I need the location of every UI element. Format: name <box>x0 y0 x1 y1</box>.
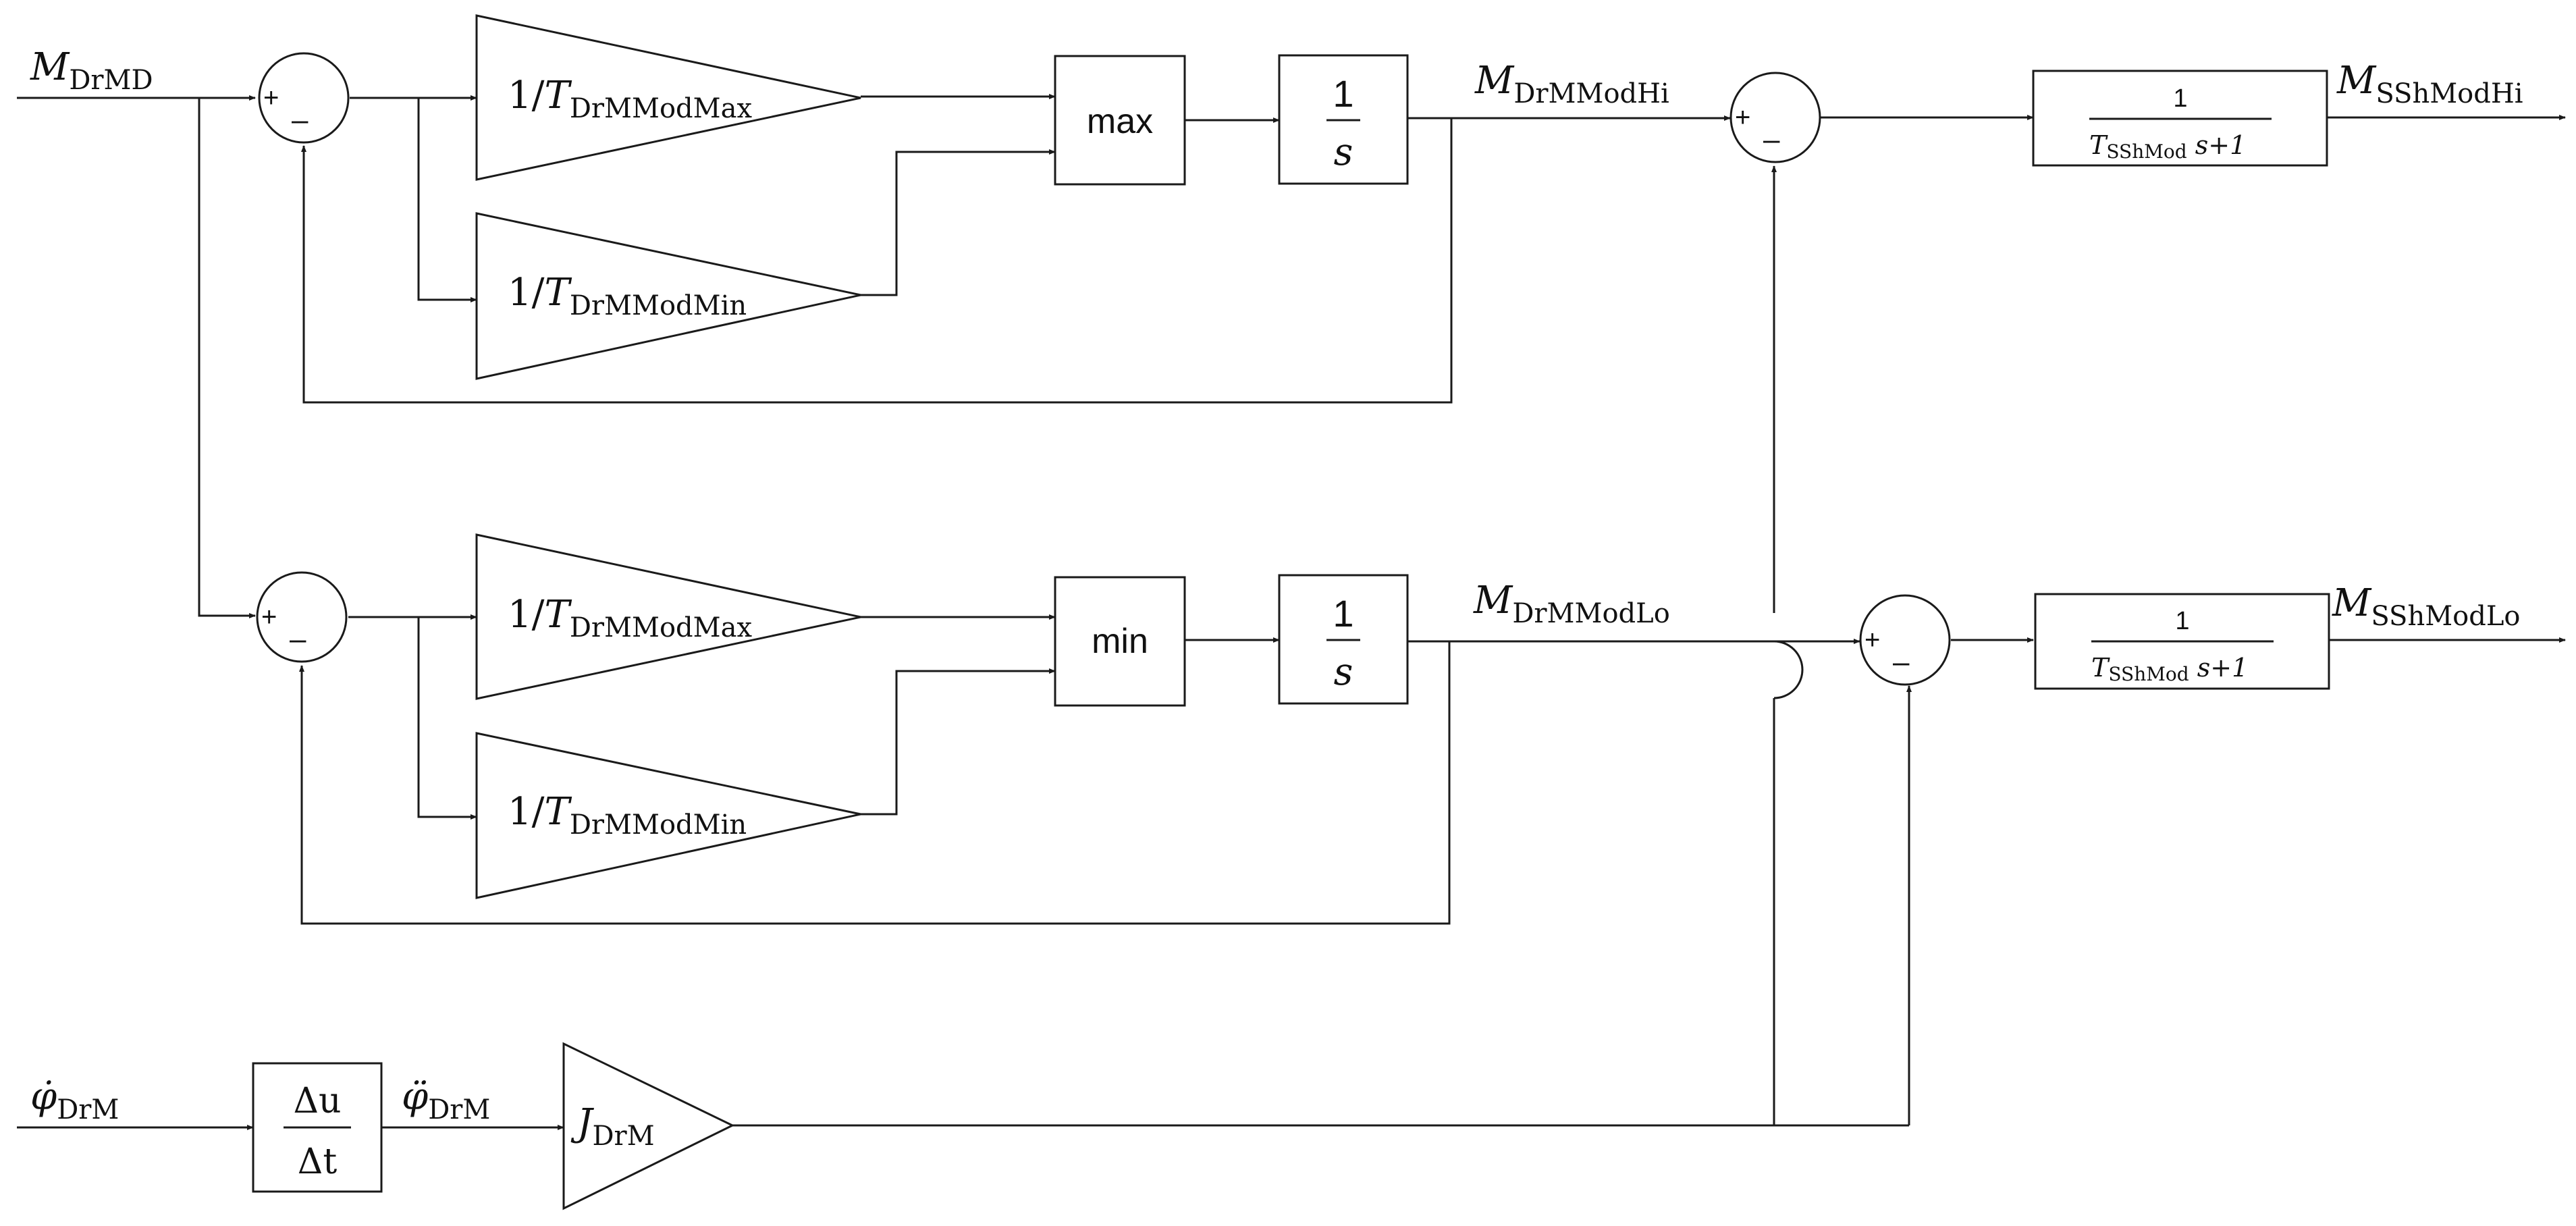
svg-text:+: + <box>263 83 279 113</box>
gain-inv-t-max-top: 1/TDrMModMax <box>475 14 861 181</box>
svg-text:1/TDrMModMin: 1/TDrMModMin <box>508 271 747 321</box>
svg-text:1: 1 <box>2175 607 2189 635</box>
svg-text:1: 1 <box>1333 72 1353 115</box>
svg-text:Δt: Δt <box>298 1142 338 1182</box>
svg-text:1/TDrMModMin: 1/TDrMModMin <box>508 790 747 841</box>
svg-text:s: s <box>1334 130 1353 174</box>
differentiator-block: Δu Δt <box>252 1062 383 1193</box>
gain-inv-t-max-middle: 1/TDrMModMax <box>475 533 861 700</box>
svg-text:1: 1 <box>1333 592 1353 635</box>
svg-text:TSShMod s+1: TSShMod s+1 <box>2089 130 2246 163</box>
min-block: min <box>1054 576 1186 707</box>
label-m-drmd: MDrMD <box>30 45 153 96</box>
svg-text:JDrM: JDrM <box>570 1101 655 1152</box>
integrator-block-top: 1 s <box>1278 54 1409 185</box>
summing-junction-top: + – <box>258 52 350 144</box>
svg-text:s: s <box>1334 650 1353 694</box>
svg-text:1/TDrMModMax: 1/TDrMModMax <box>508 593 752 643</box>
gain-inv-t-min-top: 1/TDrMModMin <box>475 212 861 380</box>
svg-text:Δu: Δu <box>293 1081 341 1121</box>
summing-junction-middle: + – <box>256 571 348 663</box>
svg-text:TSShMod s+1: TSShMod s+1 <box>2091 653 2248 685</box>
pt1-block-lo: 1 TSShMod s+1 <box>2034 593 2330 690</box>
signal-wires <box>17 94 2566 1130</box>
pt1-block-hi: 1 TSShMod s+1 <box>2032 70 2328 167</box>
label-m-drmmodhi: MDrMModHi <box>1474 59 1669 109</box>
svg-text:min: min <box>1092 622 1148 661</box>
svg-text:+: + <box>1864 625 1880 655</box>
max-block: max <box>1054 55 1186 186</box>
summing-junction-lo: + – <box>1859 594 1951 686</box>
summing-junction-hi: + – <box>1729 72 1821 163</box>
label-m-drmmodlo: MDrMModLo <box>1473 579 1670 629</box>
gain-j-drm: JDrM <box>562 1042 735 1210</box>
svg-text:1/TDrMModMax: 1/TDrMModMax <box>508 74 752 124</box>
label-m-sshmodhi: MSShModHi <box>2336 59 2523 109</box>
svg-text:+: + <box>1735 103 1750 132</box>
svg-text:–: – <box>292 103 308 136</box>
label-phi-dot-drm: φ̇DrM <box>30 1075 119 1125</box>
svg-text:–: – <box>1763 123 1780 156</box>
svg-text:+: + <box>261 602 277 632</box>
svg-text:–: – <box>290 622 306 656</box>
label-m-sshmodlo: MSShModLo <box>2332 581 2521 632</box>
svg-text:max: max <box>1087 102 1153 141</box>
integrator-block-middle: 1 s <box>1278 574 1409 705</box>
svg-text:–: – <box>1893 645 1910 678</box>
svg-text:1: 1 <box>2173 84 2187 113</box>
gain-inv-t-min-middle: 1/TDrMModMin <box>475 732 861 899</box>
label-phi-ddot-drm: φ̈DrM <box>402 1075 490 1125</box>
